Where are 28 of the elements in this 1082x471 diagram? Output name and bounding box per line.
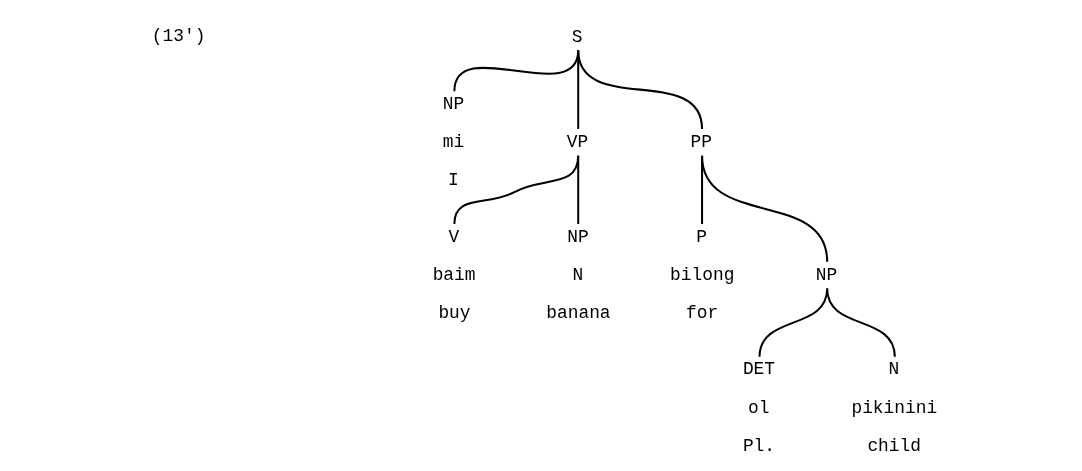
node-label: buy bbox=[437, 303, 471, 324]
node-label: banana bbox=[545, 303, 611, 324]
connector bbox=[576, 155, 579, 224]
node-text: S bbox=[571, 26, 583, 47]
node-text: NP bbox=[566, 226, 589, 247]
node-text: NP bbox=[815, 264, 837, 285]
node-label: N bbox=[571, 264, 583, 285]
connector bbox=[452, 155, 579, 225]
node-label: mi bbox=[442, 132, 464, 153]
node-label: ol bbox=[747, 397, 769, 418]
label: (13') bbox=[151, 26, 205, 47]
node-label: for bbox=[685, 303, 718, 324]
node-text: P bbox=[695, 226, 707, 247]
node-text: N bbox=[887, 359, 899, 380]
node-text: VP bbox=[566, 132, 588, 153]
node-text: V bbox=[448, 226, 459, 247]
connector bbox=[700, 155, 828, 262]
node-label: I bbox=[447, 170, 459, 191]
connector bbox=[576, 50, 703, 130]
node-label: child bbox=[866, 435, 921, 456]
node-label: Pl. bbox=[742, 435, 775, 456]
node-text: PP bbox=[690, 132, 712, 153]
node-text: DET bbox=[742, 359, 775, 380]
node-text: NP bbox=[442, 93, 464, 114]
connector bbox=[825, 288, 896, 357]
node-label: bilong bbox=[669, 264, 734, 285]
node-label: pikinini bbox=[850, 397, 937, 418]
node-label: baim bbox=[432, 264, 476, 285]
